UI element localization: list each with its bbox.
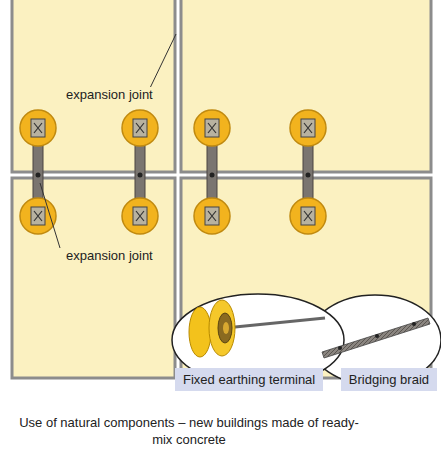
concrete-panel: [12, 0, 175, 172]
terminal-screw: [208, 211, 216, 221]
terminal-plate: [205, 207, 219, 225]
caption: Use of natural components – new building…: [14, 414, 364, 448]
earthing-terminal: [290, 110, 326, 146]
terminal-plate: [301, 119, 315, 137]
terminal-screw: [136, 211, 144, 221]
concrete-panel: [181, 0, 431, 172]
terminal-screw: [34, 123, 42, 133]
earthing-terminal: [122, 110, 158, 146]
braid-hole: [306, 173, 311, 178]
earthing-terminal: [194, 198, 230, 234]
terminal-plate: [31, 207, 45, 225]
concrete-panel: [12, 178, 175, 378]
earthing-terminal: [290, 198, 326, 234]
earthing-terminal: [194, 110, 230, 146]
leader-line: [40, 183, 60, 248]
braid-hole: [138, 173, 143, 178]
terminal-screw: [34, 211, 42, 221]
caption-box: Fixed earthing terminal: [175, 368, 323, 391]
earthing-terminal: [20, 110, 56, 146]
terminal-plate: [205, 119, 219, 137]
part-label: expansion joint: [64, 248, 155, 263]
leader-line: [150, 34, 176, 88]
earthing-terminal-picture: [189, 300, 325, 357]
terminal-plate: [301, 207, 315, 225]
box-text: Fixed earthing terminal: [183, 372, 315, 387]
terminal-plate: [31, 119, 45, 137]
terminal-plate: [133, 207, 147, 225]
terminal-screw: [208, 123, 216, 133]
terminal-screw: [304, 211, 312, 221]
terminal-plate: [133, 119, 147, 137]
braid-hole: [36, 173, 41, 178]
bridging-braid-picture: [322, 318, 430, 358]
part-label: expansion joint: [64, 87, 155, 102]
earthing-terminal: [122, 198, 158, 234]
terminal-screw: [304, 123, 312, 133]
terminal-screw: [136, 123, 144, 133]
caption-box: Bridging braid: [341, 368, 437, 391]
braid-hole: [210, 173, 215, 178]
box-text: Bridging braid: [349, 372, 429, 387]
